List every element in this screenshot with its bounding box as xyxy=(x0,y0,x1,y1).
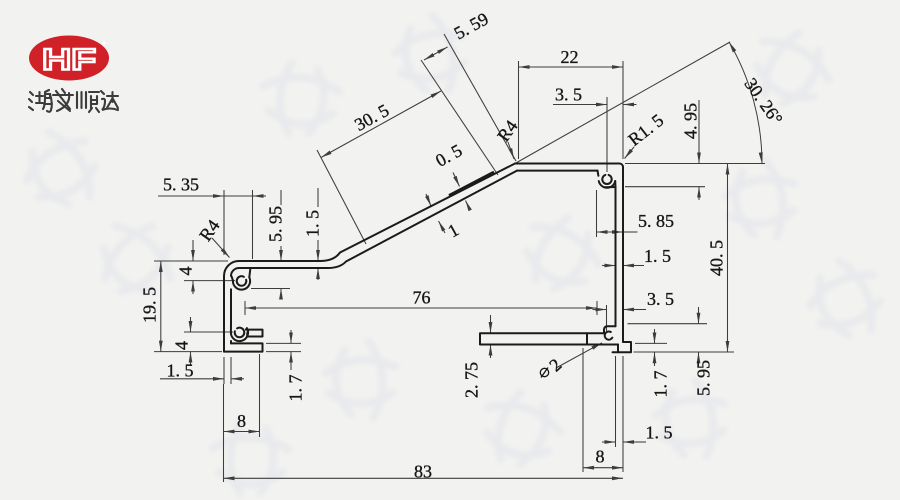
svg-text:4: 4 xyxy=(172,341,192,350)
svg-text:5. 85: 5. 85 xyxy=(638,211,674,231)
svg-text:1. 5: 1. 5 xyxy=(303,210,323,237)
svg-text:5. 95: 5. 95 xyxy=(694,360,714,396)
svg-text:2. 75: 2. 75 xyxy=(462,362,482,398)
svg-text:1. 5: 1. 5 xyxy=(167,361,194,381)
svg-text:8: 8 xyxy=(596,447,605,467)
svg-text:4. 95: 4. 95 xyxy=(681,103,701,139)
svg-text:40. 5: 40. 5 xyxy=(707,240,727,276)
svg-text:1. 7: 1. 7 xyxy=(286,375,306,402)
svg-text:22: 22 xyxy=(561,47,579,67)
svg-text:HF: HF xyxy=(42,44,96,77)
svg-text:3. 5: 3. 5 xyxy=(647,289,674,309)
svg-text:4: 4 xyxy=(176,267,196,276)
svg-text:1. 5: 1. 5 xyxy=(646,422,673,442)
svg-text:76: 76 xyxy=(413,288,431,308)
svg-text:3. 5: 3. 5 xyxy=(555,85,582,105)
svg-text:5. 35: 5. 35 xyxy=(163,175,199,195)
svg-text:1. 7: 1. 7 xyxy=(651,371,671,398)
svg-text:1. 5: 1. 5 xyxy=(644,246,671,266)
svg-text:19. 5: 19. 5 xyxy=(140,287,160,323)
svg-text:8: 8 xyxy=(237,411,246,431)
svg-text:5. 95: 5. 95 xyxy=(266,206,286,242)
svg-text:83: 83 xyxy=(414,462,432,482)
